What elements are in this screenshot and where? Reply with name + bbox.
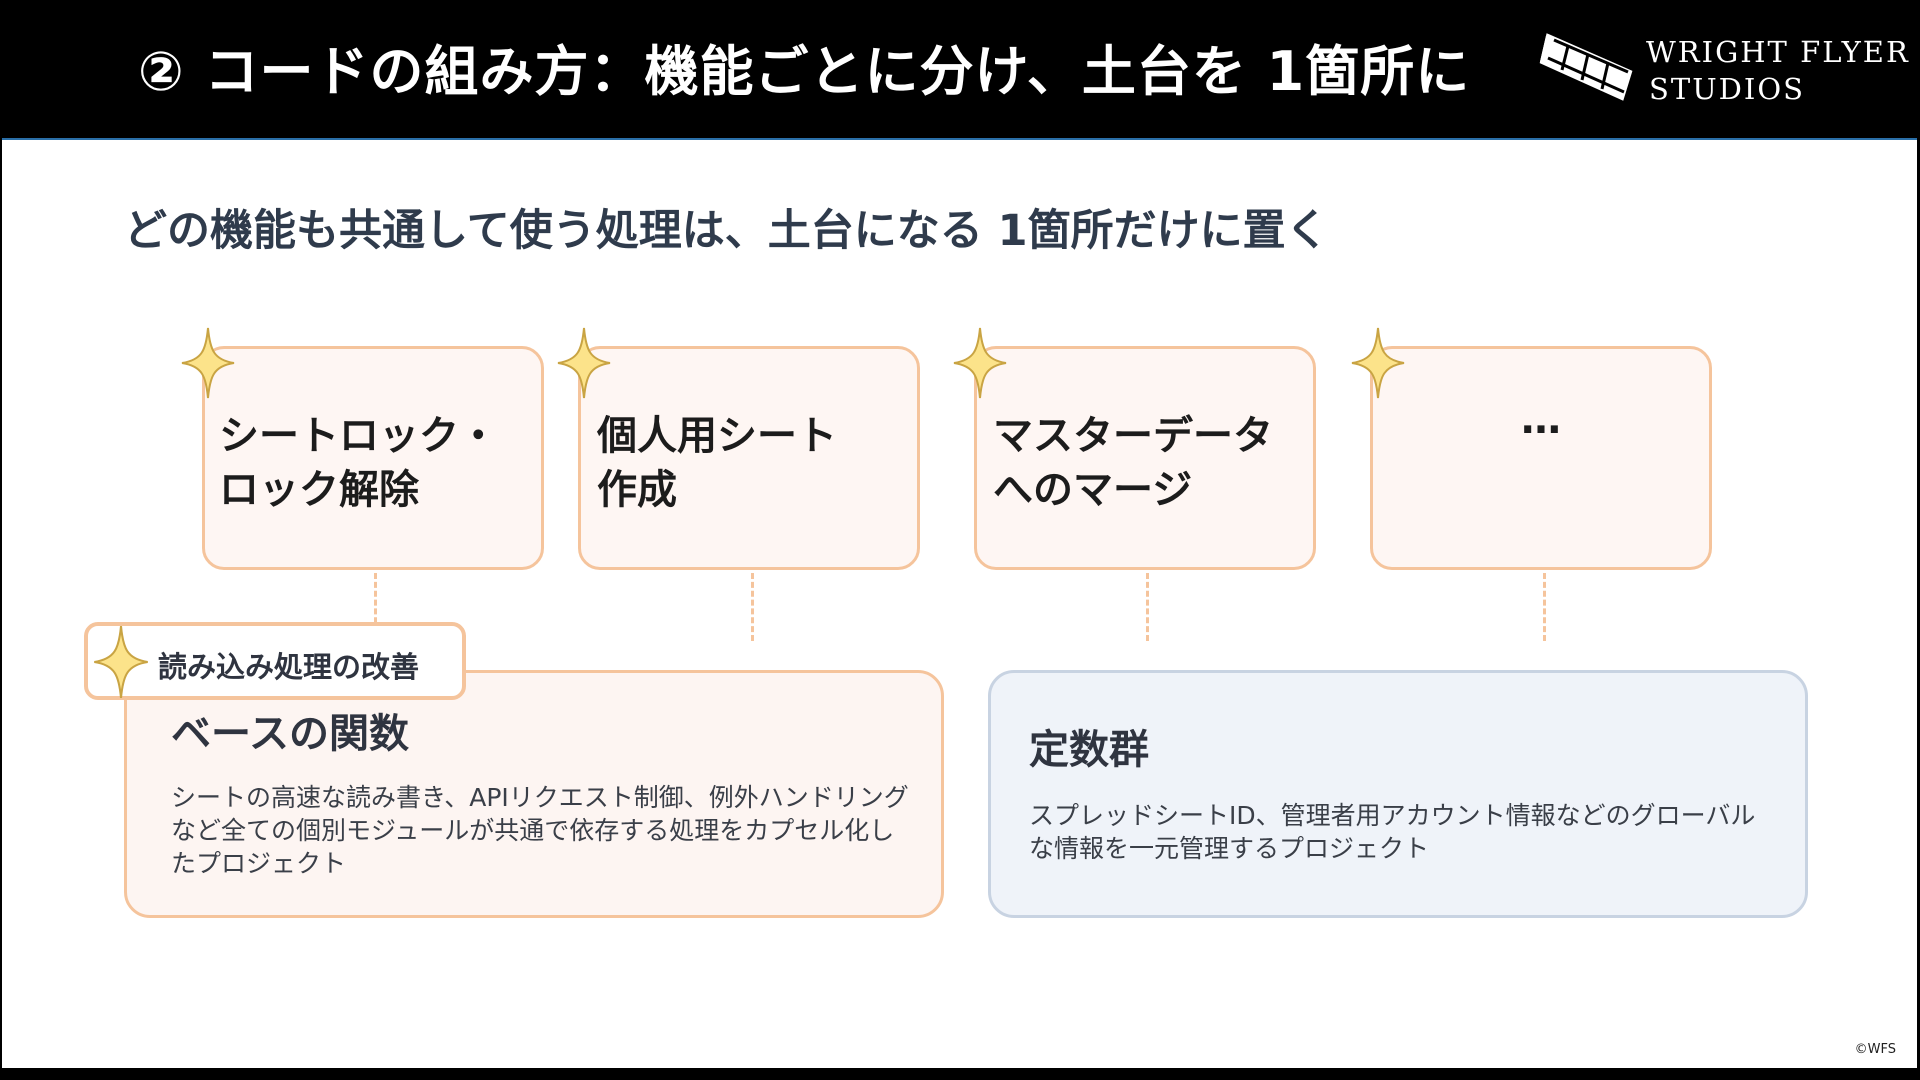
- feature-card-master-merge: マスターデータ へのマージ: [974, 346, 1316, 570]
- feature-label: …: [1373, 393, 1709, 447]
- dashed-connector: [1543, 573, 1546, 641]
- dashed-connector: [374, 573, 377, 641]
- logo-text-line2: STUDIOS: [1649, 72, 1805, 106]
- feature-label-line2: へのマージ: [993, 467, 1193, 513]
- logo-text-line1: WRIGHT FLYER: [1646, 35, 1910, 69]
- feature-card-more: …: [1370, 346, 1712, 570]
- improvement-tag-label: 読み込み処理の改善: [158, 650, 420, 684]
- slide-subtitle: どの機能も共通して使う処理は、土台になる 1箇所だけに置く: [124, 206, 1329, 256]
- airplane-logo-icon: [1539, 33, 1633, 101]
- feature-label-line1: シートロック・: [219, 413, 499, 459]
- feature-label: マスターデータ へのマージ: [993, 409, 1273, 517]
- feature-label-line2: ロック解除: [219, 467, 419, 513]
- constants-box: 定数群 スプレッドシートID、管理者用アカウント情報などのグローバルな情報を一元…: [988, 670, 1808, 918]
- base-functions-title: ベースの関数: [171, 711, 409, 757]
- feature-card-sheet-lock: シートロック・ ロック解除: [202, 346, 544, 570]
- sparkle-icon: [181, 327, 235, 399]
- feature-label: シートロック・ ロック解除: [219, 409, 498, 517]
- slide-content-area: [2, 138, 1917, 1068]
- company-logo: WRIGHT FLYER STUDIOS: [1538, 26, 1908, 116]
- sparkle-icon: [953, 327, 1007, 399]
- feature-label-line1: マスターデータ: [993, 413, 1273, 459]
- feature-card-personal-sheet: 個人用シート 作成: [578, 346, 920, 570]
- slide-title: ② コードの組み方：機能ごとに分け、土台を 1箇所に: [138, 40, 1471, 103]
- base-functions-description: シートの高速な読み書き、APIリクエスト制御、例外ハンドリングなど全ての個別モジ…: [171, 783, 909, 878]
- copyright-notice: ©WFS: [1854, 1042, 1896, 1057]
- dashed-connector: [751, 573, 754, 641]
- feature-label-line2: 作成: [597, 467, 677, 513]
- feature-label-line1: 個人用シート: [597, 413, 837, 459]
- feature-label: 個人用シート 作成: [597, 409, 837, 517]
- feature-label-line1: …: [1521, 397, 1561, 443]
- sparkle-icon: [94, 625, 148, 699]
- constants-description: スプレッドシートID、管理者用アカウント情報などのグローバルな情報を一元管理する…: [1029, 801, 1756, 863]
- header-bar: ② コードの組み方：機能ごとに分け、土台を 1箇所に WRIGHT FLYER …: [0, 0, 1920, 138]
- dashed-connector: [1146, 573, 1149, 641]
- constants-title: 定数群: [1029, 727, 1149, 773]
- base-functions-box: ベースの関数 シートの高速な読み書き、APIリクエスト制御、例外ハンドリングなど…: [124, 670, 944, 918]
- sparkle-icon: [557, 327, 611, 399]
- sparkle-icon: [1351, 327, 1405, 399]
